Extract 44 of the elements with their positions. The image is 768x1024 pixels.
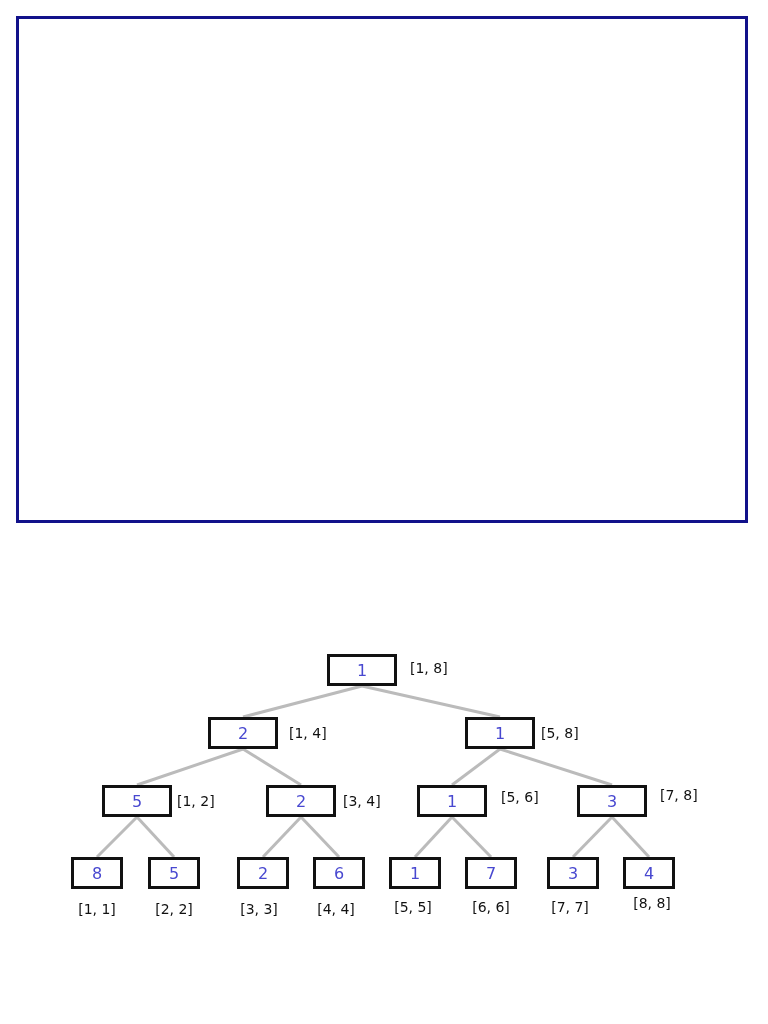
- range-label: [3, 3]: [240, 901, 278, 917]
- range-label: [8, 8]: [633, 895, 671, 911]
- tree-node-box: 6: [313, 857, 365, 889]
- tree-node-box: 1: [389, 857, 441, 889]
- tree-node-box: 2: [266, 785, 336, 817]
- tree-node-box: 8: [71, 857, 123, 889]
- tree-node-box: 3: [577, 785, 647, 817]
- tree-node-box: 1: [465, 717, 535, 749]
- connector-line: [610, 816, 651, 858]
- connector-line: [499, 747, 613, 787]
- range-label: [5, 5]: [394, 899, 432, 915]
- range-label: [1, 1]: [78, 901, 116, 917]
- range-label: [5, 8]: [541, 725, 579, 741]
- tree-node-box: 3: [547, 857, 599, 889]
- range-label: [3, 4]: [343, 793, 381, 809]
- connector-line: [299, 815, 341, 859]
- range-label: [1, 8]: [410, 660, 448, 676]
- range-label: [7, 7]: [551, 899, 589, 915]
- tree-node-box: 2: [237, 857, 289, 889]
- tree-node-box: 7: [465, 857, 517, 889]
- tree-node-box: 1: [327, 654, 397, 686]
- range-label: [7, 8]: [660, 787, 698, 803]
- connector-line: [136, 747, 244, 787]
- range-label: [1, 4]: [289, 725, 327, 741]
- tree-node-box: 2: [208, 717, 278, 749]
- range-label: [1, 2]: [177, 793, 215, 809]
- connector-line: [361, 684, 501, 719]
- connector-line: [571, 815, 614, 859]
- connector-line: [450, 815, 493, 859]
- connector-line: [95, 815, 139, 859]
- tree-node-box: 5: [102, 785, 172, 817]
- connector-line: [451, 747, 501, 787]
- range-label: [4, 4]: [317, 901, 355, 917]
- connector-line: [413, 816, 454, 858]
- range-label: [6, 6]: [472, 899, 510, 915]
- connector-line: [242, 747, 302, 787]
- tree-node-box: 5: [148, 857, 200, 889]
- connector-line: [242, 684, 363, 719]
- range-label: [5, 6]: [501, 789, 539, 805]
- connector-line: [261, 815, 303, 859]
- connector-line: [135, 816, 176, 858]
- range-label: [2, 2]: [155, 901, 193, 917]
- tree-node-box: 4: [623, 857, 675, 889]
- tree-node-box: 1: [417, 785, 487, 817]
